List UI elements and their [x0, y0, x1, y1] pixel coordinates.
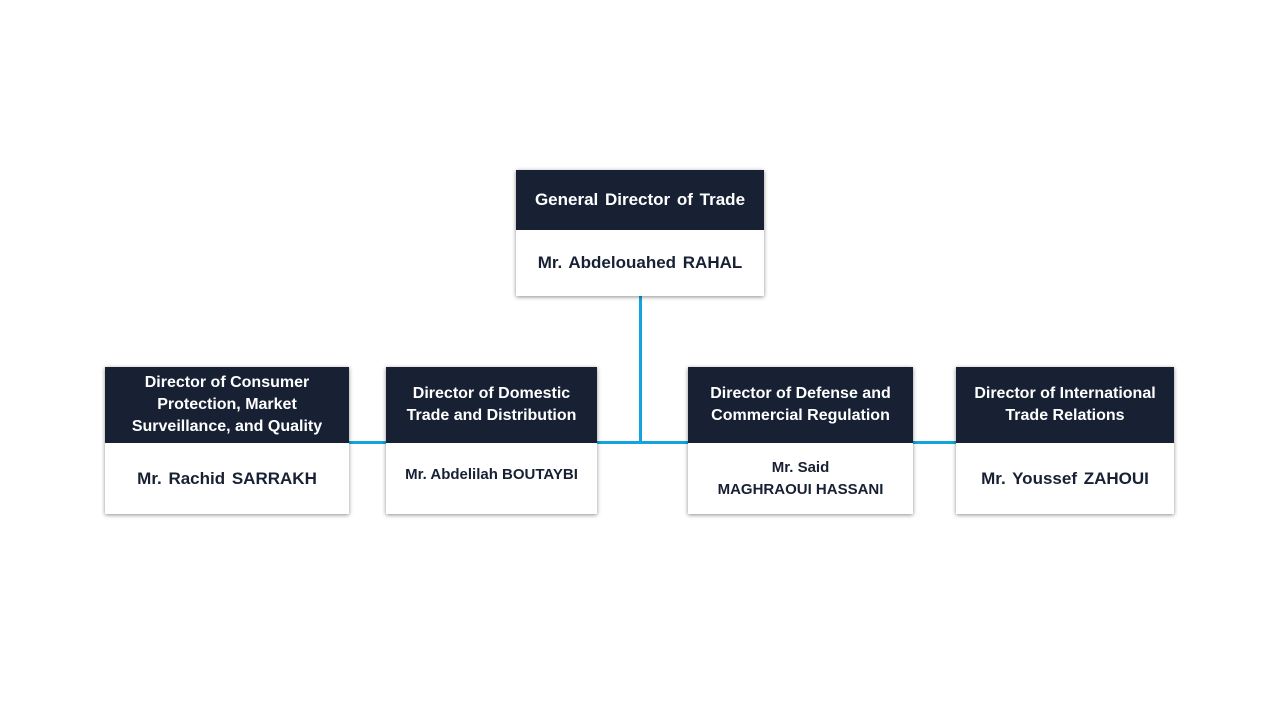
node-title: Director of International Trade Relation… — [956, 367, 1174, 443]
node-title: Director of Defense and Commercial Regul… — [688, 367, 913, 443]
node-title: Director of Consumer Protection, Market … — [105, 367, 349, 443]
org-node-domestic-trade-director: Director of Domestic Trade and Distribut… — [386, 367, 597, 514]
node-name: Mr. Said MAGHRAOUI HASSANI — [717, 458, 884, 498]
org-node-defense-regulation-director: Director of Defense and Commercial Regul… — [688, 367, 913, 514]
root-vertical-connector — [639, 296, 642, 444]
node-title: Director of Domestic Trade and Distribut… — [386, 367, 597, 443]
node-name: Mr. Rachid SARRAKH — [137, 468, 317, 488]
org-node-international-trade-director: Director of International Trade Relation… — [956, 367, 1174, 514]
node-name: Mr. Abdelouahed RAHAL — [537, 253, 743, 272]
node-title: General Director of Trade — [516, 170, 764, 230]
org-node-general-director: General Director of Trade Mr. Abdelouahe… — [516, 170, 764, 296]
node-name: Mr. Abdelilah BOUTAYBI — [405, 466, 578, 483]
node-name: Mr. Youssef ZAHOUI — [981, 468, 1149, 488]
horizontal-connector — [349, 441, 956, 444]
org-node-consumer-protection-director: Director of Consumer Protection, Market … — [105, 367, 349, 514]
